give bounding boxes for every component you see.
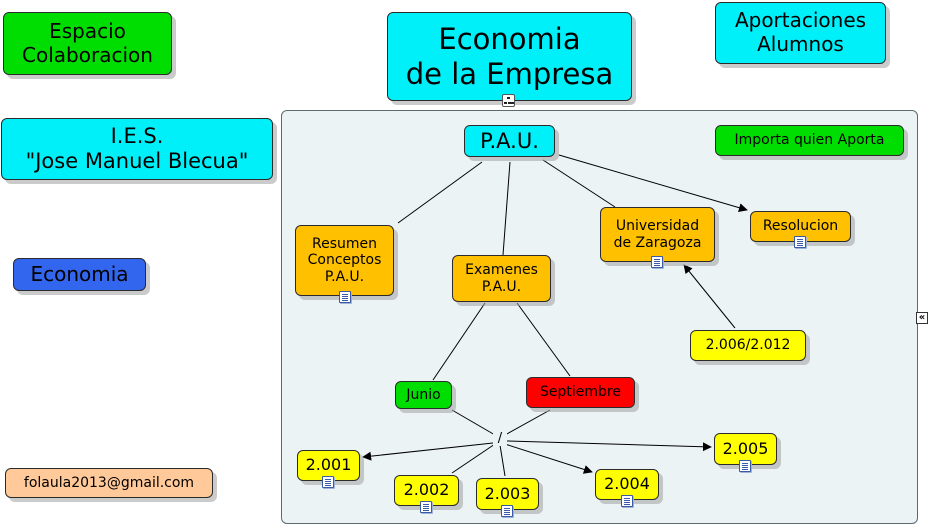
year-2003-node[interactable]: 2.003 — [476, 478, 539, 510]
link-examenes-junio — [432, 302, 486, 381]
universidad-zaragoza-node[interactable]: Universidad de Zaragoza — [600, 207, 715, 262]
junio-node[interactable]: Junio — [395, 381, 452, 409]
espacio-colaboracion-node[interactable]: Espacio Colaboracion — [3, 12, 172, 75]
document-icon[interactable] — [501, 505, 513, 517]
document-icon[interactable] — [339, 291, 351, 303]
resumen-conceptos-node[interactable]: Resumen Conceptos P.A.U. — [295, 225, 394, 296]
document-icon[interactable] — [794, 236, 806, 248]
economia-empresa-title-node[interactable]: Economia de la Empresa — [387, 12, 632, 101]
importa-quien-aporta-node[interactable]: Importa quien Aporta — [715, 125, 904, 156]
document-icon[interactable] — [322, 476, 334, 488]
link-junio-slash — [451, 409, 496, 436]
email-node[interactable]: folaula2013@gmail.com — [5, 468, 213, 498]
ies-node[interactable]: I.E.S. "Jose Manuel Blecua" — [1, 118, 273, 180]
link-year-universidad — [683, 264, 736, 329]
collapse-icon[interactable]: « — [916, 312, 928, 324]
link-pau-resumen — [397, 161, 483, 224]
link-pau-universidad — [542, 159, 616, 208]
septiembre-node[interactable]: Septiembre — [526, 377, 635, 408]
link-slash-2001 — [362, 442, 494, 461]
document-icon[interactable] — [651, 256, 663, 268]
pau-context-panel — [281, 110, 918, 524]
link-examenes-septiembre — [516, 302, 571, 377]
link-slash-2005 — [506, 440, 712, 452]
slash-connector-label: / — [493, 432, 507, 446]
concept-map-icon[interactable] — [502, 94, 515, 107]
examenes-pau-node[interactable]: Examenes P.A.U. — [452, 255, 551, 302]
link-pau-resolucion — [558, 154, 748, 213]
year-2002-node[interactable]: 2.002 — [394, 475, 459, 506]
document-icon[interactable] — [420, 501, 432, 513]
pau-node[interactable]: P.A.U. — [464, 125, 555, 157]
link-slash-2002 — [451, 443, 496, 474]
link-slash-2003 — [499, 444, 506, 477]
document-icon[interactable] — [621, 495, 633, 507]
link-slash-2004 — [504, 443, 593, 474]
economia-node[interactable]: Economia — [13, 258, 146, 291]
year-2004-node[interactable]: 2.004 — [595, 469, 659, 500]
link-pau-examenes — [502, 161, 511, 256]
document-icon[interactable] — [739, 460, 751, 472]
year-2006-2012-node[interactable]: 2.006/2.012 — [690, 330, 806, 361]
link-septiembre-slash — [504, 409, 551, 436]
aportaciones-alumnos-node[interactable]: Aportaciones Alumnos — [715, 2, 886, 64]
year-2001-node[interactable]: 2.001 — [297, 450, 360, 481]
